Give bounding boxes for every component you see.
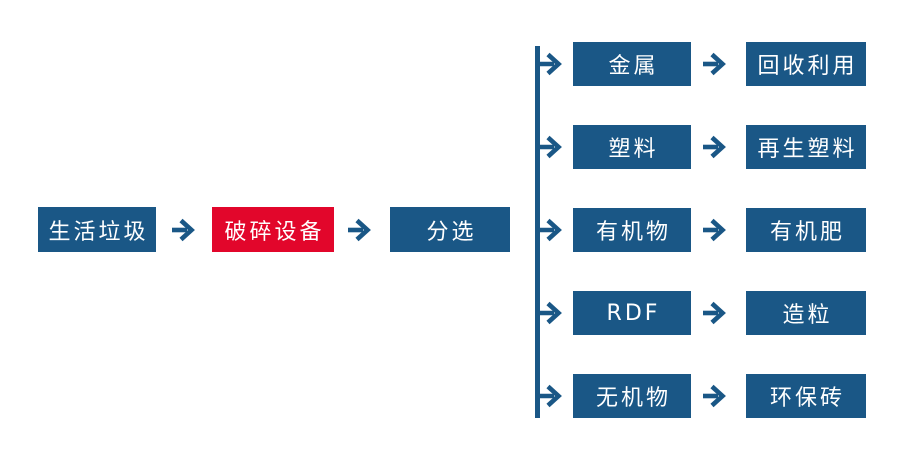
node-material: 无机物 — [573, 374, 691, 418]
node-output: 环保砖 — [746, 374, 866, 418]
node-output: 回收利用 — [746, 42, 866, 86]
arrow-right-icon — [537, 301, 562, 325]
arrow-right-icon — [703, 301, 726, 325]
node-crushing-equipment: 破碎设备 — [212, 207, 334, 252]
arrow-right-icon — [703, 52, 726, 76]
node-material: 有机物 — [573, 208, 691, 252]
branch-row-plastic: 塑料 再生塑料 — [537, 125, 866, 169]
arrow-right-icon — [537, 218, 562, 242]
arrow-right-icon — [537, 135, 562, 159]
arrow-right-icon — [537, 52, 562, 76]
node-sorting: 分选 — [390, 207, 510, 252]
arrow-right-icon — [348, 218, 371, 241]
arrow-right-icon — [172, 218, 195, 241]
node-output: 有机肥 — [746, 208, 866, 252]
node-material: RDF — [573, 291, 691, 335]
branch-row-metal: 金属 回收利用 — [537, 42, 866, 86]
branch-row-inorganic: 无机物 环保砖 — [537, 374, 866, 418]
node-household-waste: 生活垃圾 — [38, 207, 156, 252]
arrow-right-icon — [703, 135, 726, 159]
main-flow-row: 生活垃圾 破碎设备 分选 — [38, 207, 510, 252]
arrow-right-icon — [703, 384, 726, 408]
node-material: 金属 — [573, 42, 691, 86]
arrow-right-icon — [537, 384, 562, 408]
node-output: 造粒 — [746, 291, 866, 335]
node-output: 再生塑料 — [746, 125, 866, 169]
arrow-right-icon — [703, 218, 726, 242]
node-material: 塑料 — [573, 125, 691, 169]
branch-row-organic: 有机物 有机肥 — [537, 208, 866, 252]
branch-row-rdf: RDF 造粒 — [537, 291, 866, 335]
